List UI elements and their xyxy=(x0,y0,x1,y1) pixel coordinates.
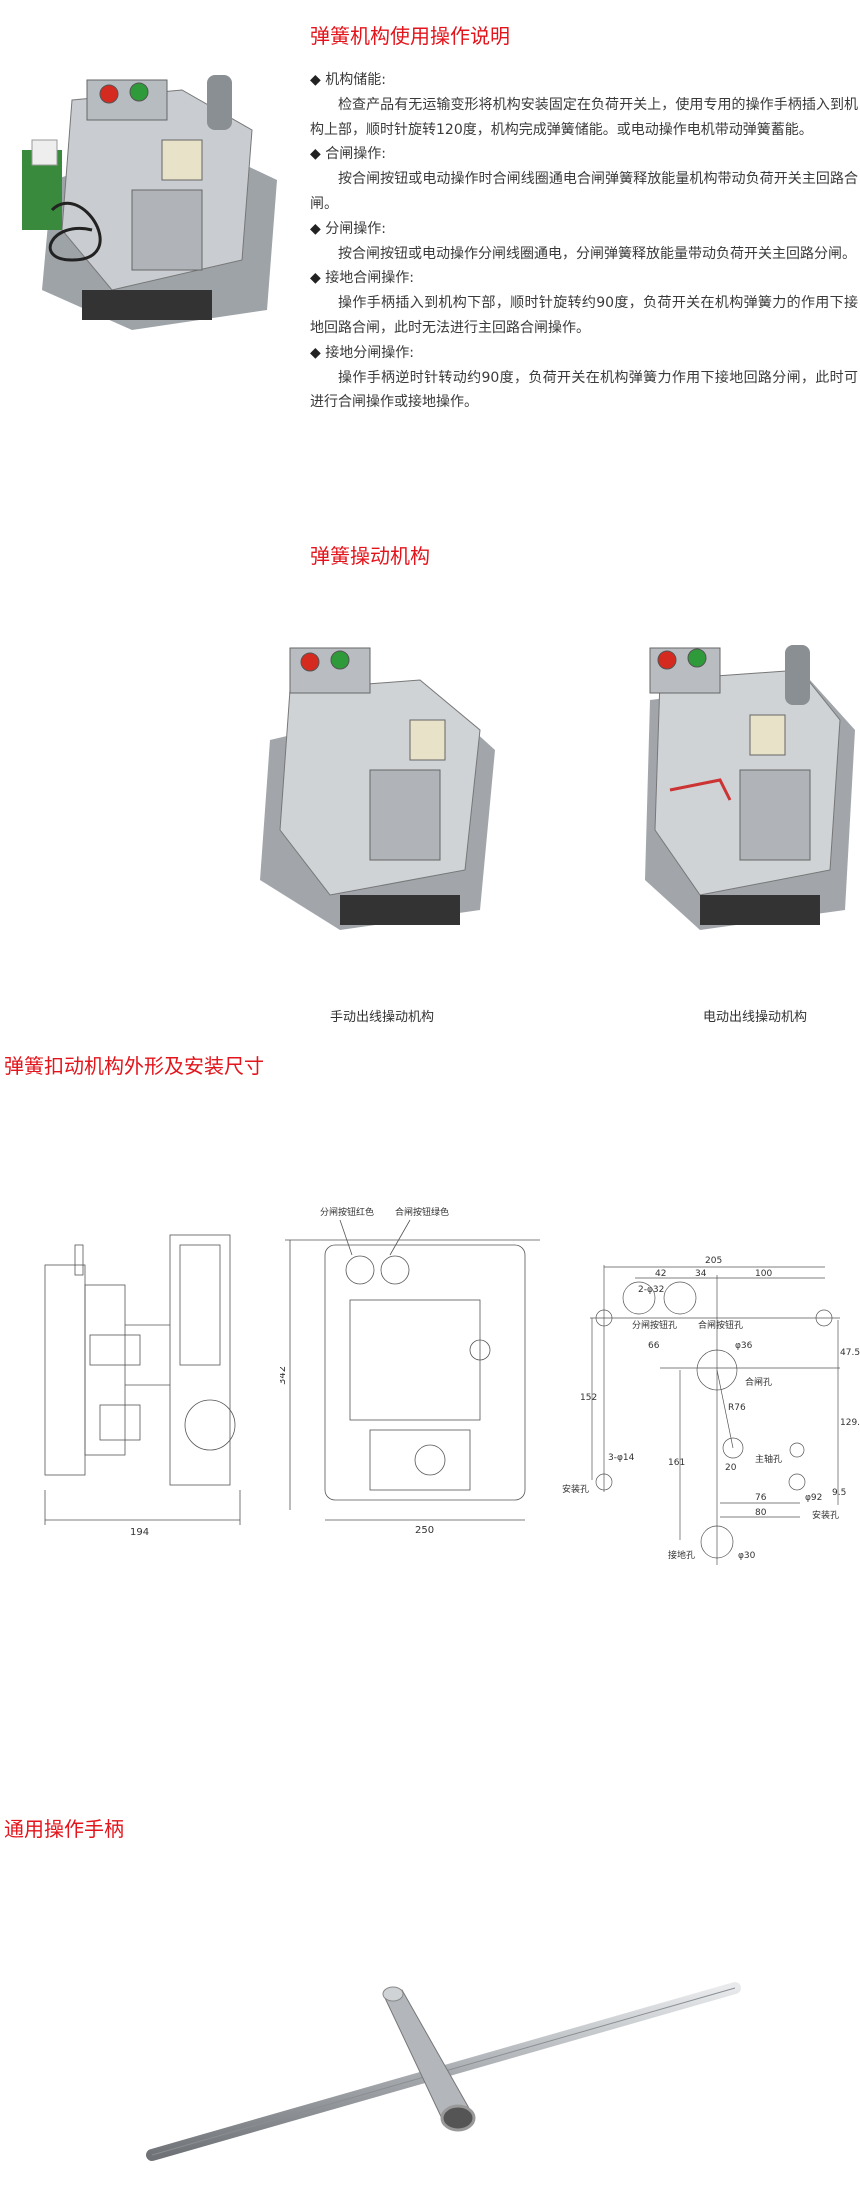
close-button-label: 合闸按钮绿色 xyxy=(395,1206,449,1218)
electric-caption: 电动出线操动机构 xyxy=(702,1010,808,1025)
item-text: 操作手柄逆时针转动约90度，负荷开关在机构弹簧力作用下接地回路分闸，此时可进行合… xyxy=(310,369,858,411)
dim-34: 34 xyxy=(695,1269,707,1279)
mechanisms-title: 弹簧操动机构 xyxy=(310,544,430,568)
shaft-hole-label: 主轴孔 xyxy=(755,1453,782,1465)
close-hole-dia: φ36 xyxy=(735,1341,753,1351)
side-width-label: 194 xyxy=(130,1527,149,1538)
intro-instructions: 机构储能: 检查产品有无运输变形将机构安装固定在负荷开关上，使用专用的操作手柄插… xyxy=(310,68,858,415)
front-height-label: 342 xyxy=(280,1366,288,1385)
dim-9-5: 9.5 xyxy=(832,1488,846,1498)
dim-161: 161 xyxy=(668,1458,685,1468)
item-title: 合闸操作: xyxy=(310,142,858,167)
item-title: 机构储能: xyxy=(310,68,858,93)
mount-hole-2-label: 安装孔 xyxy=(812,1509,839,1521)
ground-hole-label: 接地孔 xyxy=(668,1549,695,1561)
dimensions-title: 弹簧扣动机构外形及安装尺寸 xyxy=(4,1054,264,1078)
mount-hole-label: 安装孔 xyxy=(562,1483,589,1495)
manual-caption: 手动出线操动机构 xyxy=(329,1010,435,1025)
item-text: 按合闸按钮或电动操作时合闸线圈通电合闸弹簧释放能量机构带动负荷开关主回路合闸。 xyxy=(310,171,858,212)
ground-hole-dia: φ30 xyxy=(738,1551,756,1561)
mount-hole-dia: 3-φ14 xyxy=(608,1453,635,1463)
dim-129-5: 129.5 xyxy=(840,1418,860,1428)
hole-layout-drawing: 205 42 34 100 2-φ32 分闸按钮孔 合闸按钮孔 66 47.5 … xyxy=(562,1256,860,1565)
item-text: 检查产品有无运输变形将机构安装固定在负荷开关上，使用专用的操作手柄插入到机构上部… xyxy=(310,96,858,138)
dim-47-5: 47.5 xyxy=(840,1348,860,1358)
electric-mechanism-photo xyxy=(645,645,855,930)
side-view-drawing: 194 xyxy=(44,1234,241,1538)
dim-42: 42 xyxy=(655,1269,666,1279)
open-button-label: 分闸按钮红色 xyxy=(320,1206,374,1218)
item-title: 接地分闸操作: xyxy=(310,341,858,366)
item-title: 接地合闸操作: xyxy=(310,266,858,291)
dim-20: 20 xyxy=(725,1463,737,1473)
dim-r76: R76 xyxy=(728,1403,746,1413)
dim-80: 80 xyxy=(755,1508,767,1518)
open-hole-label: 分闸按钮孔 xyxy=(632,1319,677,1331)
spring-mechanism-photo xyxy=(22,75,277,330)
front-width-label: 250 xyxy=(415,1525,434,1536)
operating-handle-photo xyxy=(146,1982,741,2161)
intro-title: 弹簧机构使用操作说明 xyxy=(310,24,510,48)
item-text: 按合闸按钮或电动操作分闸线圈通电，分闸弹簧释放能量带动负荷开关主回路分闸。 xyxy=(338,245,856,262)
dim-205: 205 xyxy=(705,1256,722,1266)
dim-66: 66 xyxy=(648,1341,660,1351)
dim-152: 152 xyxy=(580,1393,597,1403)
handle-title: 通用操作手柄 xyxy=(4,1817,124,1841)
dim-100: 100 xyxy=(755,1269,772,1279)
close-hole-label: 合闸按钮孔 xyxy=(698,1319,743,1331)
dim-76: 76 xyxy=(755,1493,767,1503)
dim-phi92: φ92 xyxy=(805,1493,822,1503)
item-text: 操作手柄插入到机构下部，顺时针旋转约90度，负荷开关在机构弹簧力的作用下接地回路… xyxy=(310,295,858,336)
close-hole-main-label: 合闸孔 xyxy=(745,1376,772,1388)
front-view-drawing: 分闸按钮红色 合闸按钮绿色 342 250 xyxy=(280,1206,540,1536)
button-hole-dia: 2-φ32 xyxy=(638,1285,664,1295)
manual-mechanism-photo xyxy=(260,647,495,930)
item-title: 分闸操作: xyxy=(310,217,858,242)
